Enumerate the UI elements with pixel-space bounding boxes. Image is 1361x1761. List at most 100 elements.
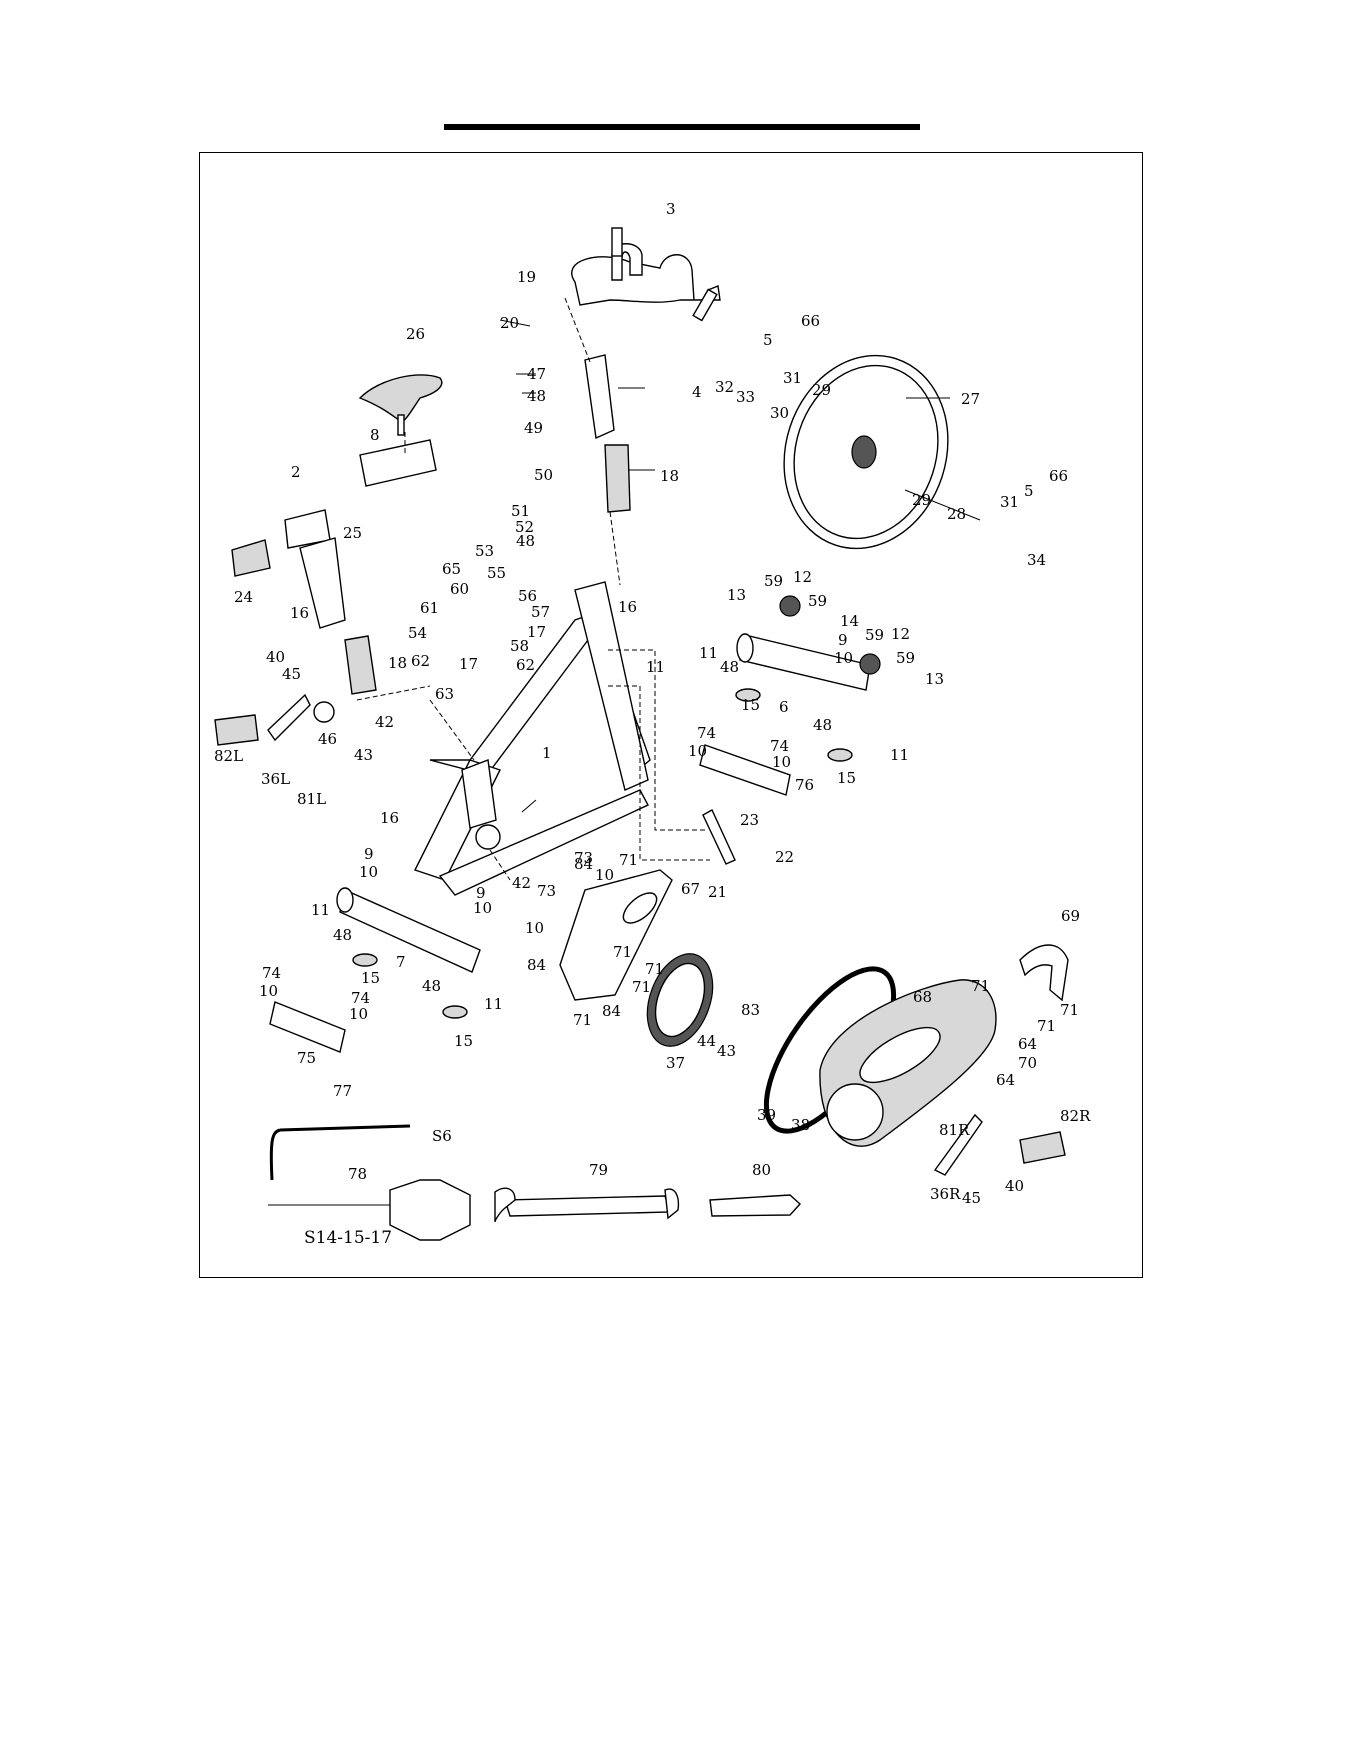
part-label: 13 — [727, 586, 746, 604]
part-label: 74 — [697, 724, 716, 742]
part-label: 64 — [1018, 1035, 1037, 1053]
part-label: 84 — [527, 956, 546, 974]
part-label: 65 — [442, 560, 461, 578]
inner-chain-guard-part — [559, 869, 673, 1001]
part-label: 17 — [527, 623, 546, 641]
part-label: 29 — [812, 381, 831, 399]
part-label: 62 — [516, 656, 535, 674]
front-stabilizer-part — [336, 887, 481, 1019]
part-label: 83 — [741, 1001, 760, 1019]
part-label: 10 — [688, 742, 707, 760]
part-label: 81L — [297, 790, 326, 808]
brake-pad-part — [702, 809, 736, 865]
part-label: 10 — [772, 753, 791, 771]
part-label: 31 — [1000, 493, 1019, 511]
part-label: 61 — [420, 599, 439, 617]
part-label: 48 — [527, 387, 546, 405]
part-label: 68 — [913, 988, 932, 1006]
part-label: 73 — [537, 882, 556, 900]
rear-stabilizer-part — [735, 595, 881, 762]
part-label: 6 — [779, 698, 789, 716]
part-label: 71 — [573, 1011, 592, 1029]
part-label: 14 — [840, 612, 859, 630]
part-label: 45 — [282, 665, 301, 683]
part-label: 60 — [450, 580, 469, 598]
part-label: 71 — [971, 977, 990, 995]
seat-slide-part — [359, 439, 437, 487]
part-label: 78 — [348, 1165, 367, 1183]
part-label: 12 — [793, 568, 812, 586]
left-pedal-crank-part — [214, 693, 335, 746]
part-label: S14-15-17 — [304, 1228, 392, 1248]
part-label: 59 — [808, 592, 827, 610]
part-label: 29 — [912, 491, 931, 509]
right-pedal-crank-part — [933, 1113, 1066, 1176]
part-label: 7 — [396, 953, 406, 971]
part-label: 75 — [297, 1049, 316, 1067]
part-label: 77 — [333, 1082, 352, 1100]
part-label: 3 — [666, 200, 676, 218]
part-label: 11 — [484, 995, 503, 1013]
part-label: 15 — [741, 696, 760, 714]
open-wrench-tool — [494, 1187, 680, 1223]
guard-bracket-part — [1019, 944, 1069, 1002]
part-label: 82R — [1060, 1107, 1091, 1125]
part-label: 38 — [791, 1116, 810, 1134]
part-label: 45 — [962, 1189, 981, 1207]
part-label: 37 — [666, 1054, 685, 1072]
part-label: 57 — [531, 603, 550, 621]
part-label: 11 — [311, 901, 330, 919]
part-label: 55 — [487, 564, 506, 582]
part-label: 10 — [834, 649, 853, 667]
part-label: 82L — [214, 747, 243, 765]
part-label: 36R — [930, 1185, 961, 1203]
part-label: 71 — [1060, 1001, 1079, 1019]
part-label: 81R — [939, 1121, 970, 1139]
part-label: 71 — [1037, 1017, 1056, 1035]
part-label: 12 — [891, 625, 910, 643]
part-label: 50 — [534, 466, 553, 484]
part-label: 9 — [364, 845, 374, 863]
outer-chain-guard-part — [819, 979, 997, 1147]
part-label: 17 — [459, 655, 478, 673]
part-label: 76 — [795, 776, 814, 794]
part-label: 74 — [351, 989, 370, 1007]
part-label: 51 — [511, 502, 530, 520]
part-label: 23 — [740, 811, 759, 829]
part-label: 80 — [752, 1161, 771, 1179]
part-label: 59 — [865, 626, 884, 644]
part-label: 13 — [925, 670, 944, 688]
part-label: 11 — [646, 658, 665, 676]
part-label: 10 — [349, 1005, 368, 1023]
rear-leveler-part — [699, 744, 791, 796]
part-label: 69 — [1061, 907, 1080, 925]
part-label: 5 — [1024, 482, 1034, 500]
flywheel-part — [783, 354, 981, 550]
part-label: 22 — [775, 848, 794, 866]
part-label: 26 — [406, 325, 425, 343]
part-label: S6 — [432, 1127, 452, 1145]
part-label: 48 — [720, 658, 739, 676]
part-label: 15 — [837, 769, 856, 787]
part-label: 2 — [291, 463, 301, 481]
part-label: 9 — [838, 631, 848, 649]
part-label: 10 — [595, 866, 614, 884]
hex-key-tool — [269, 1124, 411, 1181]
part-label: 74 — [770, 737, 789, 755]
part-label: 10 — [259, 982, 278, 1000]
part-label: 43 — [717, 1042, 736, 1060]
part-label: 42 — [512, 874, 531, 892]
part-label: 18 — [660, 467, 679, 485]
part-label: 53 — [475, 542, 494, 560]
part-label: 49 — [524, 419, 543, 437]
part-label: 9 — [476, 884, 486, 902]
part-label: 10 — [525, 919, 544, 937]
part-label: 11 — [890, 746, 909, 764]
part-label: 39 — [757, 1106, 776, 1124]
part-label: 73 — [574, 849, 593, 867]
part-label: 16 — [618, 598, 637, 616]
part-label: 48 — [333, 926, 352, 944]
part-label: 71 — [632, 978, 651, 996]
chainring-part — [646, 953, 714, 1047]
